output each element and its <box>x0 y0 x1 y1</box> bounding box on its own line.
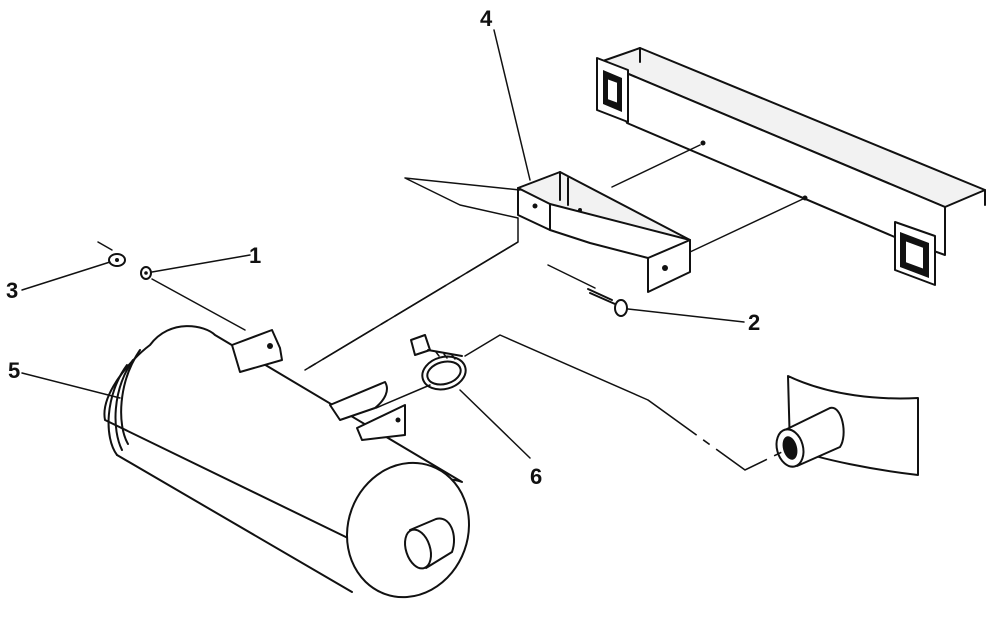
leader-lines <box>21 29 745 459</box>
callout-labels: 1 2 3 4 5 6 <box>6 6 760 489</box>
exhaust-outlet <box>775 375 919 476</box>
mounting-bracket <box>517 171 691 293</box>
muffler <box>103 325 470 599</box>
assembly-lines <box>151 144 806 471</box>
hose-clamp <box>410 334 467 391</box>
callout-1: 1 <box>249 243 261 268</box>
callout-5: 5 <box>8 358 20 383</box>
callout-2: 2 <box>748 310 760 335</box>
bolt <box>587 288 628 317</box>
frame-rail <box>596 47 986 286</box>
nut-and-washer <box>97 241 152 280</box>
callout-4: 4 <box>480 6 493 31</box>
callout-6: 6 <box>530 464 542 489</box>
callout-3: 3 <box>6 278 18 303</box>
